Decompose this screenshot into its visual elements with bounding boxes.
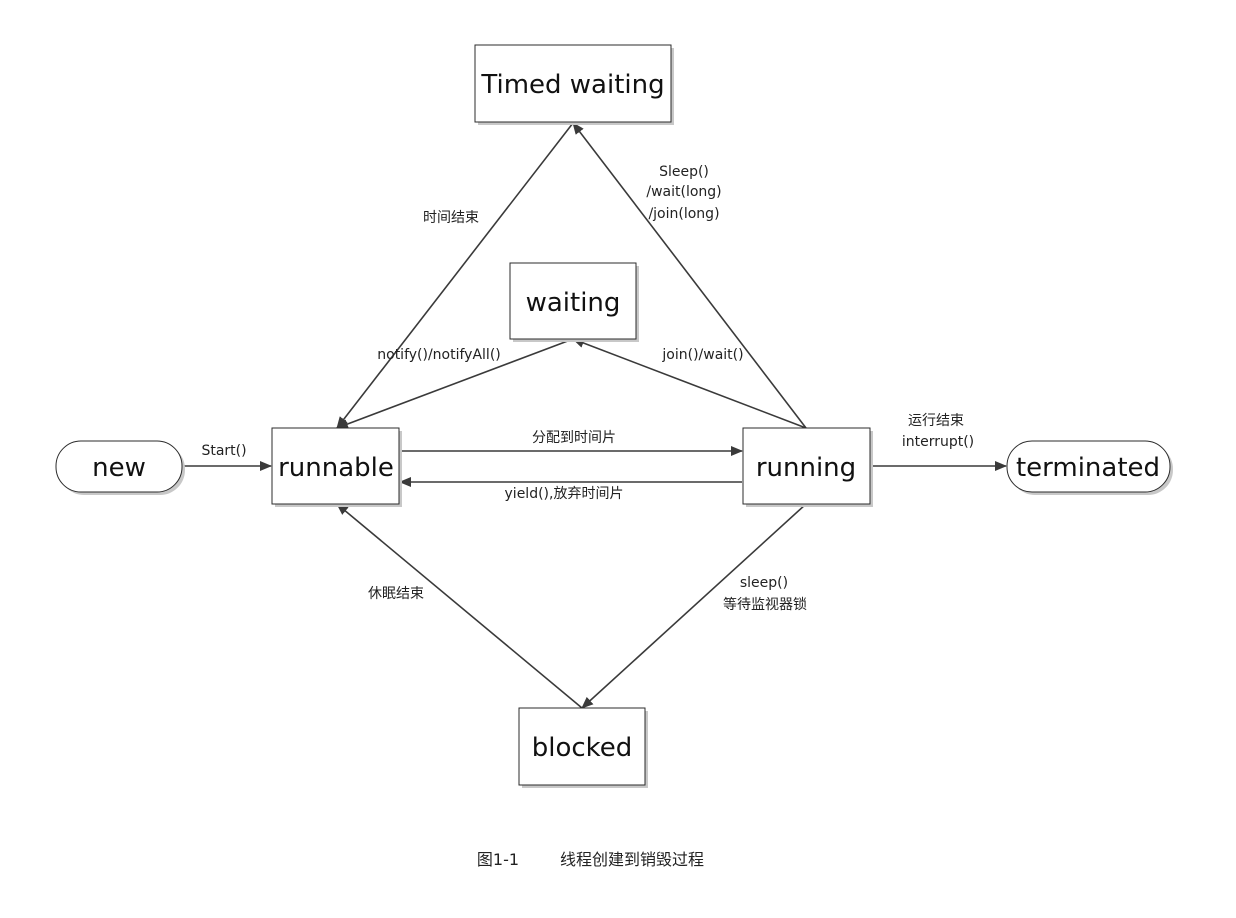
node-running: running (742, 427, 873, 507)
label-time-end: 时间结束 (423, 210, 479, 226)
label-sleep-line3: /join(long) (648, 206, 719, 222)
node-terminated: terminated (1006, 440, 1173, 495)
caption-title: 线程创建到销毁过程 (560, 850, 704, 869)
node-timed-waiting-label: Timed waiting (480, 70, 664, 100)
label-sleep-lock-line1: sleep() (740, 575, 788, 591)
node-terminated-label: terminated (1016, 453, 1160, 483)
node-blocked: blocked (518, 707, 648, 788)
label-start: Start() (201, 443, 246, 459)
label-notify: notify()/notifyAll() (377, 347, 501, 363)
label-sleep-line1: Sleep() (659, 164, 709, 180)
edge-sleep-lock (581, 503, 807, 709)
label-run-end-line1: 运行结束 (908, 413, 964, 429)
node-waiting-label: waiting (526, 288, 621, 318)
node-timed-waiting: Timed waiting (474, 44, 674, 125)
label-sleep-line2: /wait(long) (646, 184, 721, 200)
label-sleep-lock-line2: 等待监视器锁 (723, 596, 807, 613)
node-waiting: waiting (509, 262, 639, 342)
label-run-end-line2: interrupt() (902, 434, 974, 450)
node-new-label: new (92, 453, 146, 483)
edge-to-timed-waiting (572, 122, 807, 429)
edge-notify (336, 338, 574, 429)
node-new: new (55, 440, 185, 495)
node-runnable: runnable (271, 427, 402, 507)
edge-sleep-end (336, 503, 583, 709)
edge-time-end (336, 122, 574, 429)
edge-join-wait (572, 338, 807, 429)
label-join-wait: join()/wait() (661, 347, 743, 363)
label-sleep-end: 休眠结束 (368, 586, 424, 602)
node-blocked-label: blocked (532, 733, 633, 763)
caption-figure-number: 图1-1 (477, 850, 519, 869)
label-yield: yield(),放弃时间片 (505, 486, 624, 502)
node-runnable-label: runnable (278, 453, 394, 483)
node-running-label: running (756, 453, 856, 483)
label-allocate-slice: 分配到时间片 (532, 430, 616, 446)
